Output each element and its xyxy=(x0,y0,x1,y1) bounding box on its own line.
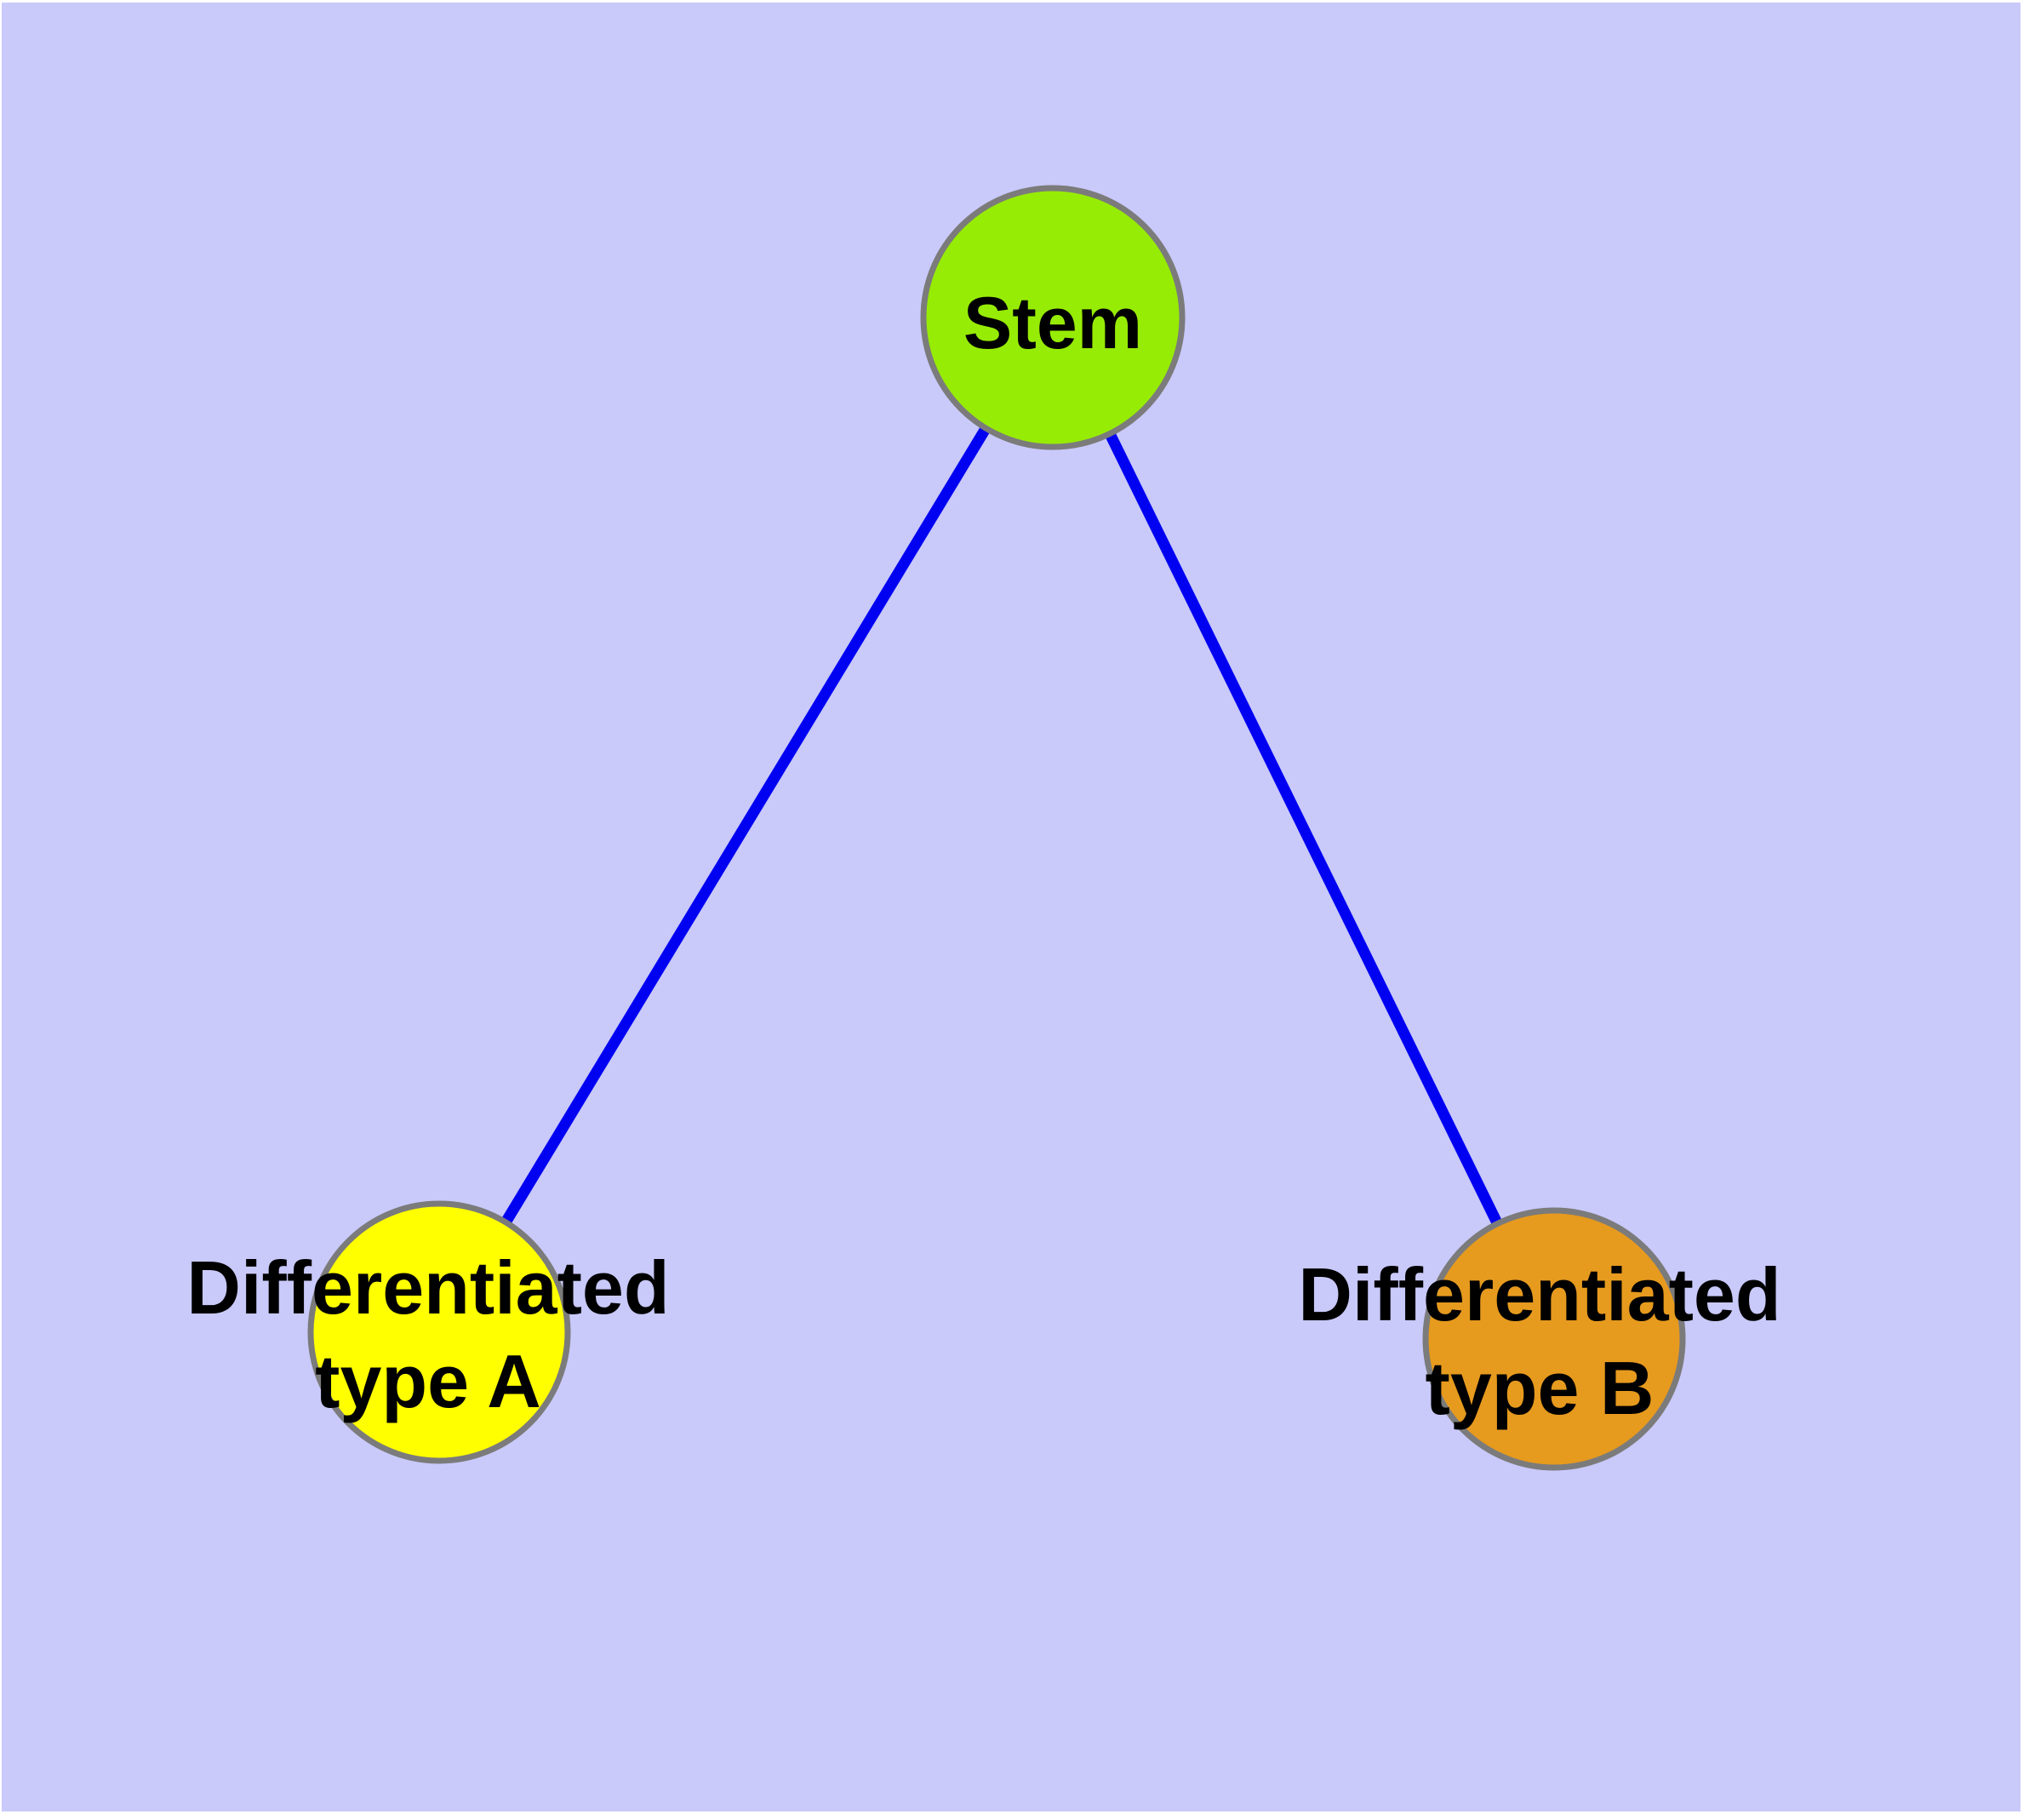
node-type-a-label-line2: type A xyxy=(315,1339,541,1423)
edge-stem-to-type-a xyxy=(434,314,1058,1336)
edge-stem-to-type-b xyxy=(1048,315,1559,1342)
node-type-b-label-line2: type B xyxy=(1426,1346,1655,1430)
node-type-a-circle xyxy=(307,1200,571,1464)
node-type-b-label-line1: Differentiated xyxy=(1298,1252,1780,1336)
node-type-b-circle xyxy=(1422,1207,1686,1471)
node-differentiated-type-a: Differentiated type A xyxy=(186,1200,670,1464)
node-stem: Stem xyxy=(920,185,1186,450)
node-differentiated-type-b: Differentiated type B xyxy=(1298,1207,1781,1471)
node-type-a-label-line1: Differentiated xyxy=(186,1245,669,1330)
node-stem-label: Stem xyxy=(963,283,1142,364)
node-stem-circle xyxy=(920,185,1186,450)
edge-group xyxy=(434,314,1559,1342)
